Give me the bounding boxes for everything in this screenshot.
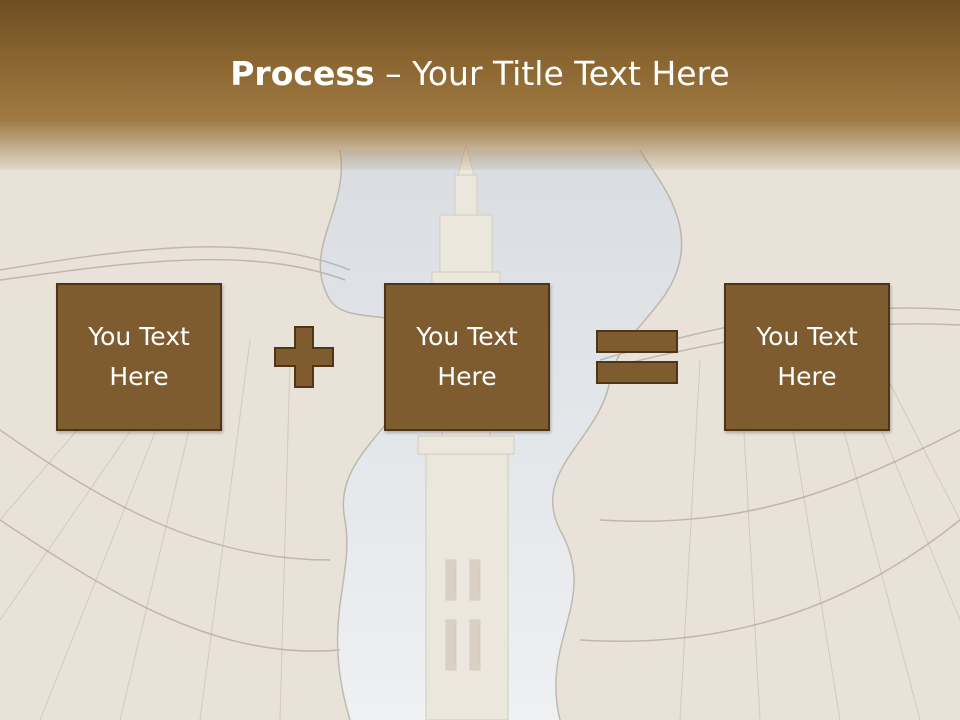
process-box-1-text: You Text Here xyxy=(88,322,190,391)
process-box-3-text: You Text Here xyxy=(756,322,858,391)
plus-icon xyxy=(274,326,334,388)
slide-title: Process – Your Title Text Here xyxy=(0,52,960,96)
process-box-1[interactable]: You Text Here xyxy=(56,283,222,431)
equals-icon xyxy=(596,330,678,384)
process-box-2[interactable]: You Text Here xyxy=(384,283,550,431)
process-box-2-text: You Text Here xyxy=(416,322,518,391)
title-banner xyxy=(0,0,960,170)
process-box-3[interactable]: You Text Here xyxy=(724,283,890,431)
title-bold: Process xyxy=(230,54,375,93)
title-rest: – Your Title Text Here xyxy=(374,54,730,93)
